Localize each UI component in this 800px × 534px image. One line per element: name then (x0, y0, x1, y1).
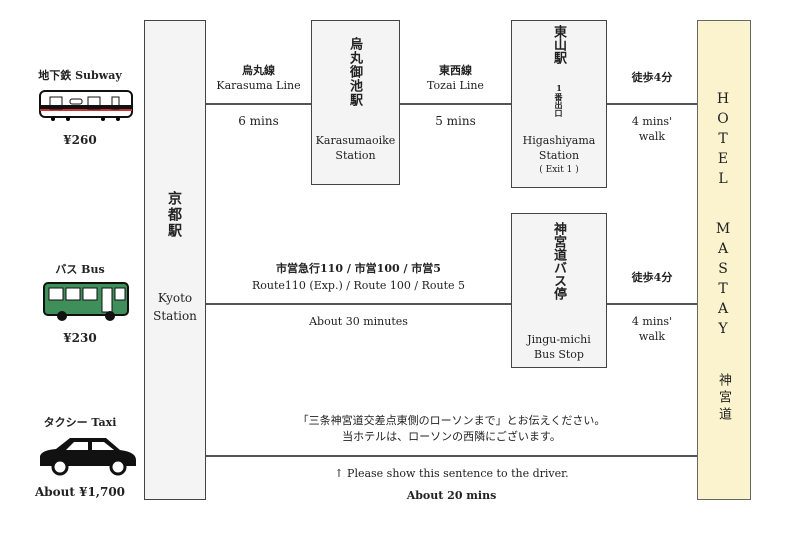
tozai-line-jp: 東西線 (439, 64, 472, 77)
taxi-instruction-jp1: 「三条神宮道交差点東側のローソンまで」とお伝えください。 (297, 414, 606, 427)
tozai-line-time: 5 mins (435, 114, 476, 128)
taxi-label: タクシー Taxi (43, 416, 117, 429)
bus-connector (206, 303, 511, 305)
karasuma-line-time: 6 mins (238, 114, 279, 128)
subway-train-icon (39, 90, 133, 121)
karasuma-line-jp: 烏丸線 (242, 64, 275, 77)
taxi-instruction-jp2: 当ホテルは、ローソンの西隣にございます。 (342, 430, 561, 443)
higashiyama-station-box: 東山駅 1番出口 Higashiyama Station ( Exit 1 ) (511, 20, 607, 188)
subway-label: 地下鉄 Subway (38, 69, 122, 82)
karasumaoike-en2: Station (335, 149, 376, 162)
taxi-connector (206, 455, 697, 457)
jingu-michi-en1: Jingu-michi (527, 333, 591, 346)
taxi-time: About 20 mins (406, 489, 497, 502)
bus-route-time: About 30 minutes (309, 315, 408, 328)
jingu-michi-en2: Bus Stop (534, 348, 584, 361)
tozai-line-en: Tozai Line (427, 79, 484, 92)
kyoto-station-jp: 京都駅 (166, 191, 182, 239)
karasuma-line-connector (206, 103, 311, 105)
bus-label: バス Bus (55, 263, 105, 276)
walk2-jp: 徒歩4分 (631, 271, 673, 284)
walk2-en2: walk (638, 330, 666, 343)
higashiyama-jp: 東山駅 (551, 25, 566, 64)
walk1-en1: 4 mins' (631, 115, 673, 128)
jingu-michi-jp: 神宮道バス停 (551, 222, 566, 300)
jingu-michi-bus-stop-box: 神宮道バス停 Jingu-michi Bus Stop (511, 213, 607, 368)
higashiyama-en2: Station (538, 149, 580, 162)
higashiyama-exit-en: ( Exit 1 ) (539, 165, 579, 175)
hotel-name-en: HOTEL MASTAY (715, 91, 731, 341)
karasuma-line-en: Karasuma Line (216, 79, 301, 92)
karasumaoike-en1: Karasumaoike (315, 134, 396, 147)
walk-connector-2 (607, 303, 697, 305)
walk2-en1: 4 mins' (631, 315, 673, 328)
subway-fare: ¥260 (63, 133, 97, 147)
hotel-mastay-box: HOTEL MASTAY 神宮道 (697, 20, 751, 500)
karasumaoike-station-box: 烏丸御池駅 Karasumaoike Station (311, 20, 400, 185)
walk1-jp: 徒歩4分 (631, 71, 673, 84)
taxi-driver-note: ↑ Please show this sentence to the drive… (334, 467, 569, 480)
taxi-icon (40, 438, 136, 476)
kyoto-station-box: 京都駅 Kyoto Station (144, 20, 206, 500)
tozai-line-connector (400, 103, 511, 105)
bus-route-en: Route110 (Exp.) / Route 100 / Route 5 (252, 279, 465, 292)
bus-fare: ¥230 (63, 331, 97, 345)
bus-route-jp: 市営急行110 / 市営100 / 市営5 (276, 262, 441, 275)
kyoto-station-en1: Kyoto (157, 291, 193, 305)
hotel-name-jp: 神宮道 (716, 373, 731, 424)
higashiyama-exit-jp: 1番出口 (554, 83, 564, 117)
walk1-en2: walk (638, 130, 666, 143)
higashiyama-en1: Higashiyama (522, 134, 596, 147)
taxi-fare: About ¥1,700 (34, 485, 126, 499)
bus-icon (43, 282, 129, 321)
karasumaoike-jp: 烏丸御池駅 (347, 37, 362, 107)
walk-connector-1 (607, 103, 697, 105)
kyoto-station-en2: Station (153, 309, 197, 323)
